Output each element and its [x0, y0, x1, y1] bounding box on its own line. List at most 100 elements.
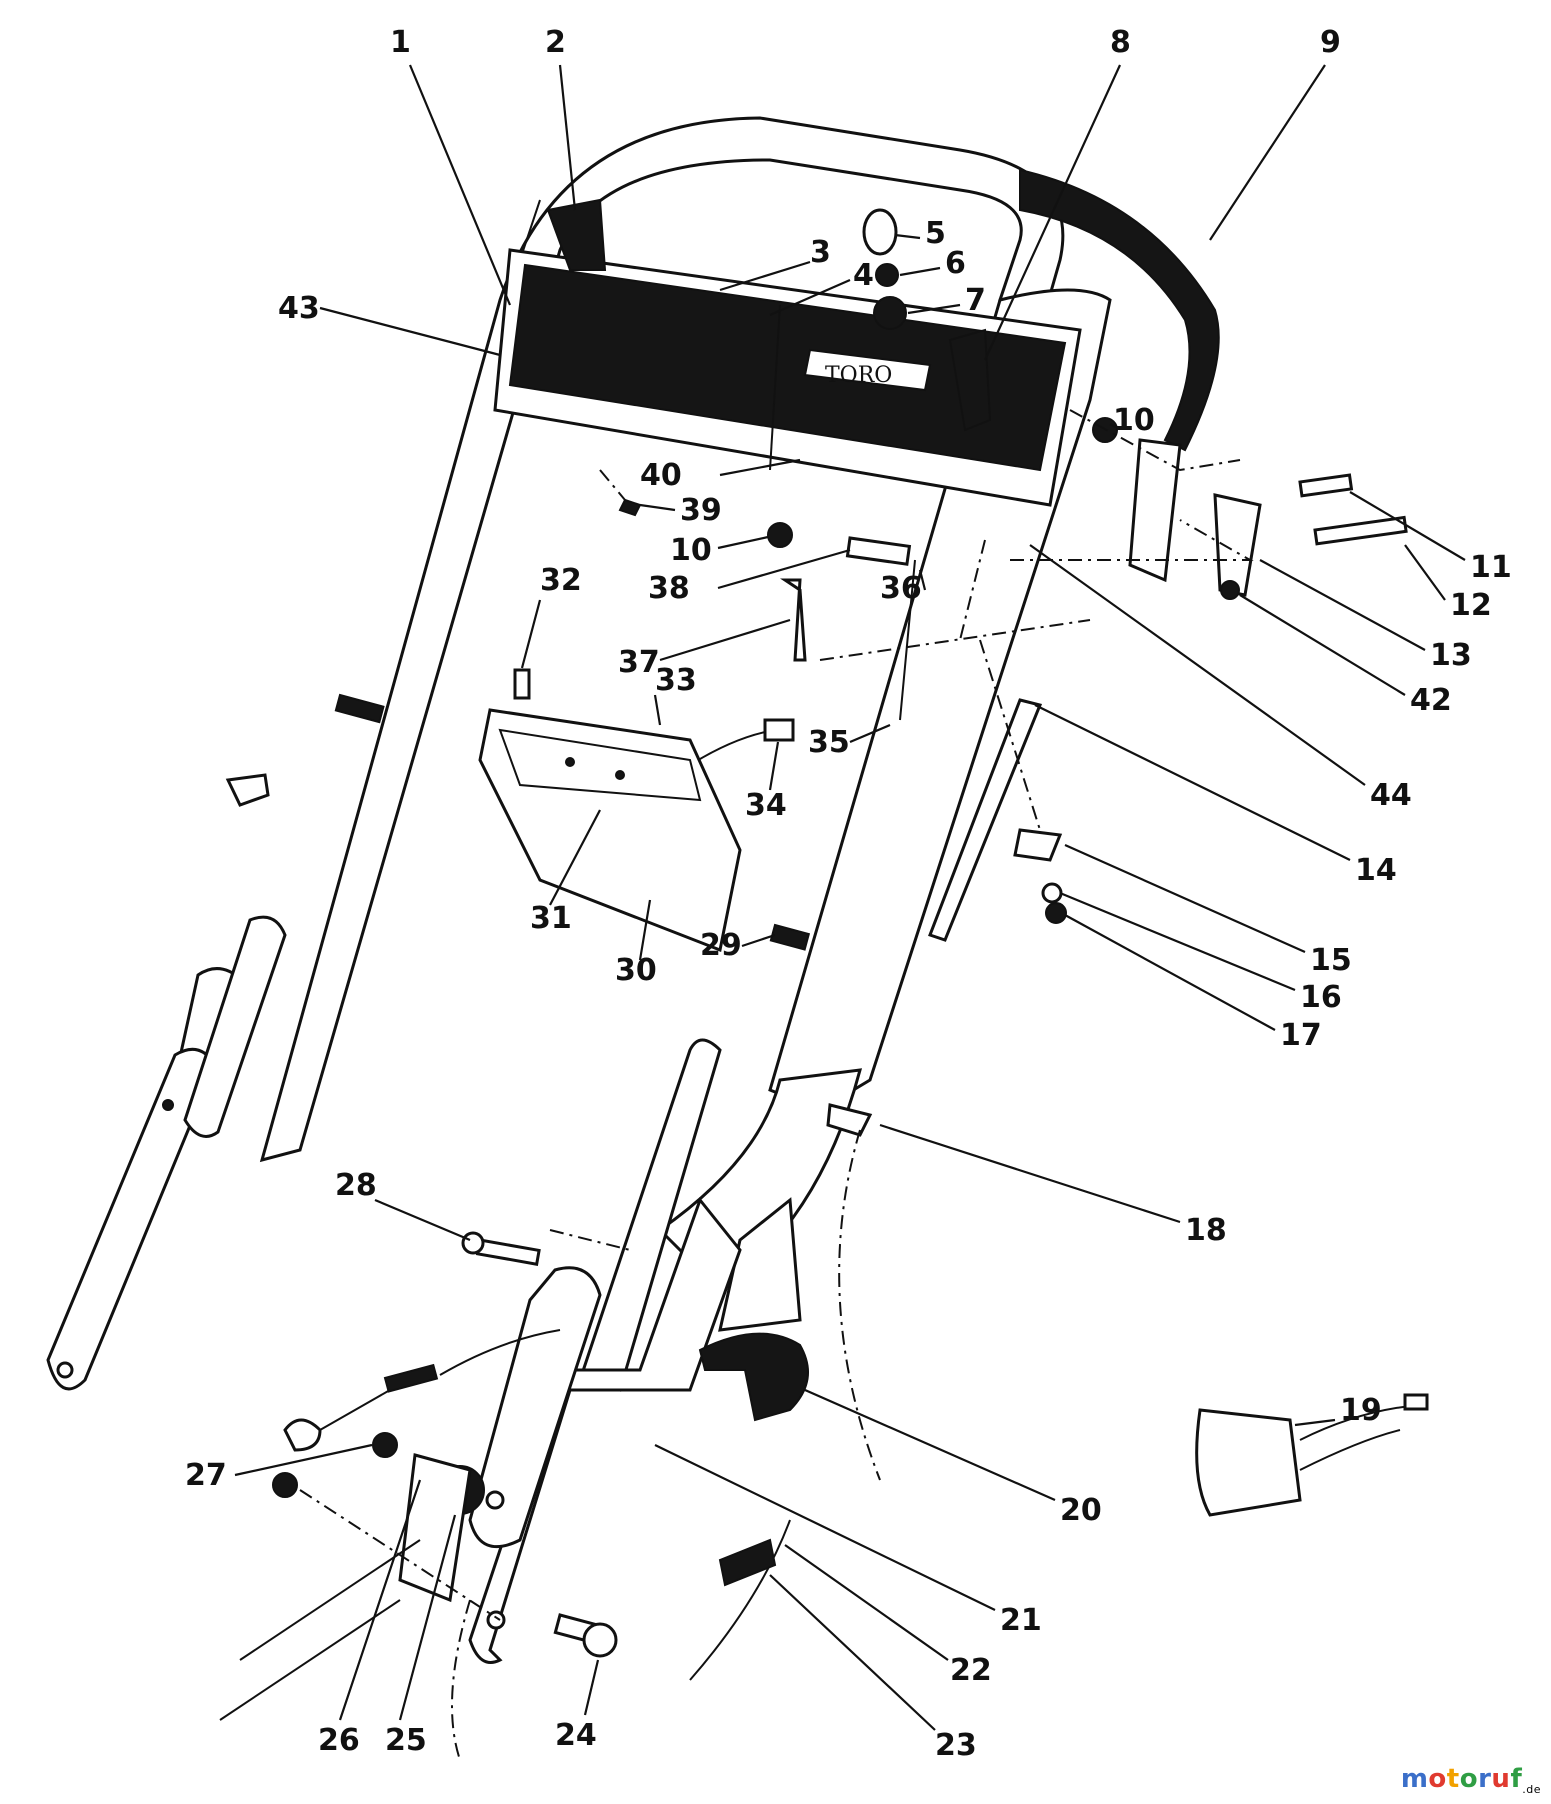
leader-line-c43 [319, 306, 501, 357]
callout-c5: 5 [925, 216, 946, 251]
leader-line-c36 [918, 569, 927, 591]
leader-line-c35 [849, 723, 891, 744]
watermark-letter: o [1428, 1763, 1447, 1794]
callout-c43: 43 [278, 291, 320, 326]
leader-line-c12 [1404, 544, 1446, 601]
leader-line-c26 [338, 1479, 422, 1721]
leader-line-c29 [741, 933, 776, 948]
callout-c1: 1 [390, 25, 411, 60]
callout-c28: 28 [335, 1168, 377, 1203]
callout-c15: 15 [1310, 943, 1352, 978]
callout-c8: 8 [1110, 25, 1131, 60]
leader-line-c14 [1034, 704, 1351, 861]
leader-line-c20 [804, 1388, 1056, 1502]
leader-line-c13 [1259, 559, 1426, 651]
leader-line-c24 [583, 1659, 600, 1716]
callout-c34: 34 [745, 788, 787, 823]
leader-line-c3 [719, 260, 811, 292]
leader-line-c7 [907, 303, 961, 315]
callout-c27: 27 [185, 1458, 227, 1493]
leader-line-c2 [558, 64, 577, 211]
callout-c17: 17 [1280, 1018, 1322, 1053]
callout-c13: 13 [1430, 638, 1472, 673]
callout-c2: 2 [545, 25, 566, 60]
callout-c40: 40 [640, 458, 682, 493]
leader-line-c37 [659, 618, 791, 662]
callout-c20: 20 [1060, 1493, 1102, 1528]
watermark-text: motoruf [1401, 1764, 1522, 1794]
callout-c9: 9 [1320, 25, 1341, 60]
callout-c24: 24 [555, 1718, 597, 1753]
callout-c7: 7 [965, 283, 986, 318]
leader-line-c40 [719, 458, 801, 477]
callout-c22: 22 [950, 1653, 992, 1688]
leader-line-c19 [1294, 1418, 1336, 1427]
callout-c6: 6 [945, 246, 966, 281]
leader-line-c28 [374, 1198, 471, 1242]
callout-c32: 32 [540, 563, 582, 598]
leader-line-c22 [784, 1544, 949, 1661]
callout-c10b: 10 [670, 533, 712, 568]
callout-c16: 16 [1300, 980, 1342, 1015]
watermark-letter: f [1510, 1763, 1523, 1794]
left-lower-tube [46, 915, 287, 1391]
leader-line-c17 [1064, 914, 1276, 1031]
leader-line-c42 [1239, 594, 1406, 696]
callout-c37: 37 [618, 645, 660, 680]
callout-c42: 42 [1410, 683, 1452, 718]
callout-c31: 31 [530, 901, 572, 936]
leader-lines [234, 64, 1466, 1731]
brand-lettering: TORO [825, 363, 892, 388]
lower-arm [468, 1038, 742, 1664]
callout-c4: 4 [853, 258, 874, 293]
leader-line-c34 [768, 741, 780, 791]
control-panel: TORO [493, 248, 1082, 507]
watermark-letter: o [1459, 1763, 1479, 1794]
callout-c44: 44 [1370, 778, 1412, 813]
watermark-letter: r [1478, 1763, 1492, 1794]
watermark-letter: t [1446, 1763, 1460, 1794]
callout-c33: 33 [655, 663, 697, 698]
callout-c38: 38 [648, 571, 690, 606]
callout-c3: 3 [810, 235, 831, 270]
watermark-suffix: .de [1522, 1783, 1541, 1796]
leader-line-c8 [983, 64, 1122, 361]
leader-line-c31 [549, 809, 601, 906]
leader-line-c27 [234, 1443, 373, 1477]
callout-c29: 29 [700, 928, 742, 963]
leader-line-c4 [769, 278, 851, 317]
callout-c35: 35 [808, 725, 850, 760]
leader-line-c15 [1064, 843, 1306, 954]
leader-line-c10a [1109, 423, 1119, 429]
leader-line-c16 [1059, 891, 1296, 992]
leader-line-c18 [879, 1123, 1181, 1224]
leader-line-c21 [654, 1444, 996, 1611]
leader-line-c32 [520, 599, 542, 669]
leader-line-c23 [769, 1574, 936, 1731]
leader-line-c33 [653, 694, 662, 726]
assembly-lines [299, 409, 1254, 1621]
callout-c11: 11 [1470, 550, 1512, 585]
callout-c10a: 10 [1113, 403, 1155, 438]
watermark-letter: u [1491, 1763, 1511, 1794]
small-parts [219, 168, 1429, 1761]
leader-line-c10b [717, 535, 769, 550]
leader-line-c11 [1349, 491, 1466, 561]
callout-c36: 36 [880, 571, 922, 606]
callout-c39: 39 [680, 493, 722, 528]
callout-c23: 23 [935, 1728, 977, 1763]
callout-c19: 19 [1340, 1393, 1382, 1428]
callout-c26: 26 [318, 1723, 360, 1758]
leader-line-c1 [408, 64, 512, 306]
watermark: motoruf.de [1401, 1764, 1541, 1796]
callout-c25: 25 [385, 1723, 427, 1758]
callout-c30: 30 [615, 953, 657, 988]
leader-line-c5 [894, 233, 921, 240]
callout-c12: 12 [1450, 588, 1492, 623]
watermark-letter: m [1400, 1763, 1429, 1794]
callout-c18: 18 [1185, 1213, 1227, 1248]
leader-line-c38 [717, 548, 851, 590]
leader-line-c25 [398, 1514, 457, 1721]
